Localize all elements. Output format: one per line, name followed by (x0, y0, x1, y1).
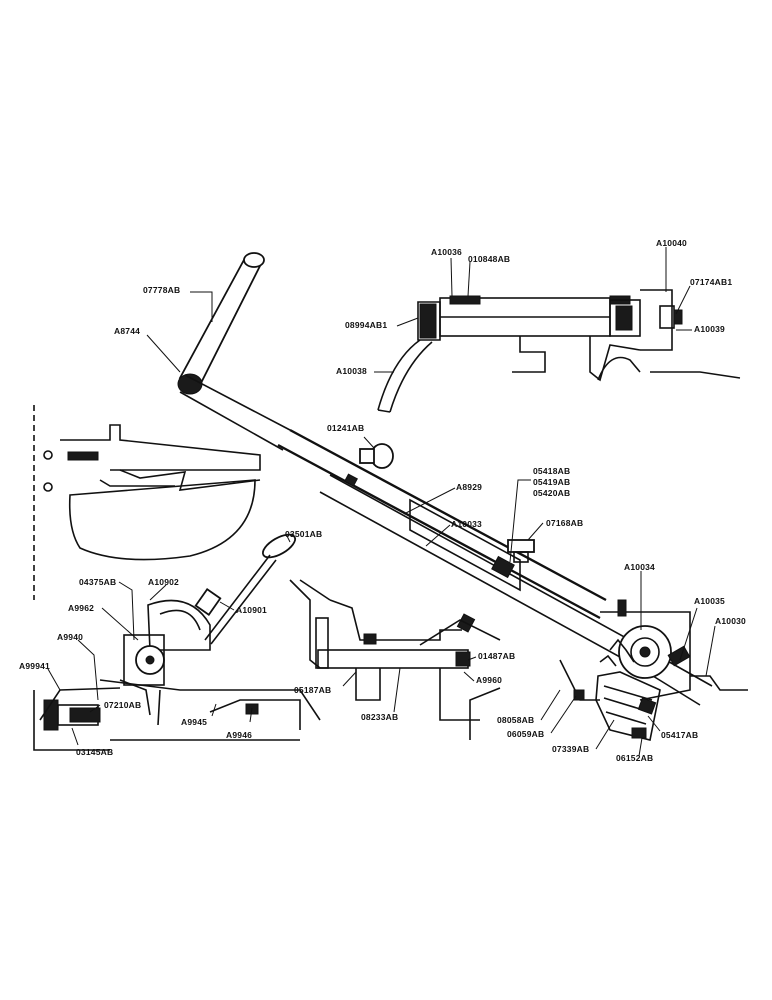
knob-01241ab (359, 443, 394, 469)
label-a10038: A10038 (336, 366, 367, 376)
label-a9962: A9962 (68, 603, 94, 613)
middle-linkage (289, 579, 501, 740)
label-07339ab: 07339AB (552, 744, 589, 754)
label-05418ab: 05418AB (533, 466, 570, 476)
label-a10036: A10036 (431, 247, 462, 257)
label-a10039: A10039 (694, 324, 725, 334)
lower-left-base (33, 634, 321, 751)
label-03145ab: 03145AB (76, 747, 113, 757)
label-06059ab: 06059AB (507, 729, 544, 739)
label-08994ab1: 08994AB1 (345, 320, 387, 330)
label-08233ab: 08233AB (361, 712, 398, 722)
gear-sector-assembly (559, 599, 748, 741)
label-04375ab: 04375AB (79, 577, 116, 587)
label-07210ab: 07210AB (104, 700, 141, 710)
label-01487ab: 01487AB (478, 651, 515, 661)
label-05419ab: 05419AB (533, 477, 570, 487)
label-a10034: A10034 (624, 562, 655, 572)
label-07168ab: 07168AB (546, 518, 583, 528)
label-05187ab: 05187AB (294, 685, 331, 695)
label-a8744: A8744 (114, 326, 140, 336)
label-a9945: A9945 (181, 717, 207, 727)
label-a99941: A99941 (19, 661, 50, 671)
label-07778ab: 07778AB (143, 285, 180, 295)
label-05417ab: 05417AB (661, 730, 698, 740)
label-a10030: A10030 (715, 616, 746, 626)
drum-bracket-detail (33, 405, 261, 600)
label-05420ab: 05420AB (533, 488, 570, 498)
label-a8929: A8929 (456, 482, 482, 492)
label-a9946: A9946 (226, 730, 252, 740)
shaft-assembly-detail (377, 289, 741, 413)
grease-fitting (491, 539, 535, 579)
label-a10033: A10033 (451, 519, 482, 529)
leader-lines (47, 247, 716, 757)
label-01241ab: 01241AB (327, 423, 364, 433)
label-010848ab: 010848AB (468, 254, 510, 264)
label-07174ab1: 07174AB1 (690, 277, 732, 287)
label-06152ab: 06152AB (616, 753, 653, 763)
part-labels: 07778AB A8744 A10036 010848AB A10040 071… (19, 238, 746, 763)
label-a10902: A10902 (148, 577, 179, 587)
label-03501ab: 03501AB (285, 529, 322, 539)
label-a9960: A9960 (476, 675, 502, 685)
label-a9940: A9940 (57, 632, 83, 642)
label-a10035: A10035 (694, 596, 725, 606)
hand-lever (177, 252, 265, 395)
label-a10040: A10040 (656, 238, 687, 248)
secondary-lever (135, 533, 296, 675)
label-a10901: A10901 (236, 605, 267, 615)
label-08058ab: 08058AB (497, 715, 534, 725)
